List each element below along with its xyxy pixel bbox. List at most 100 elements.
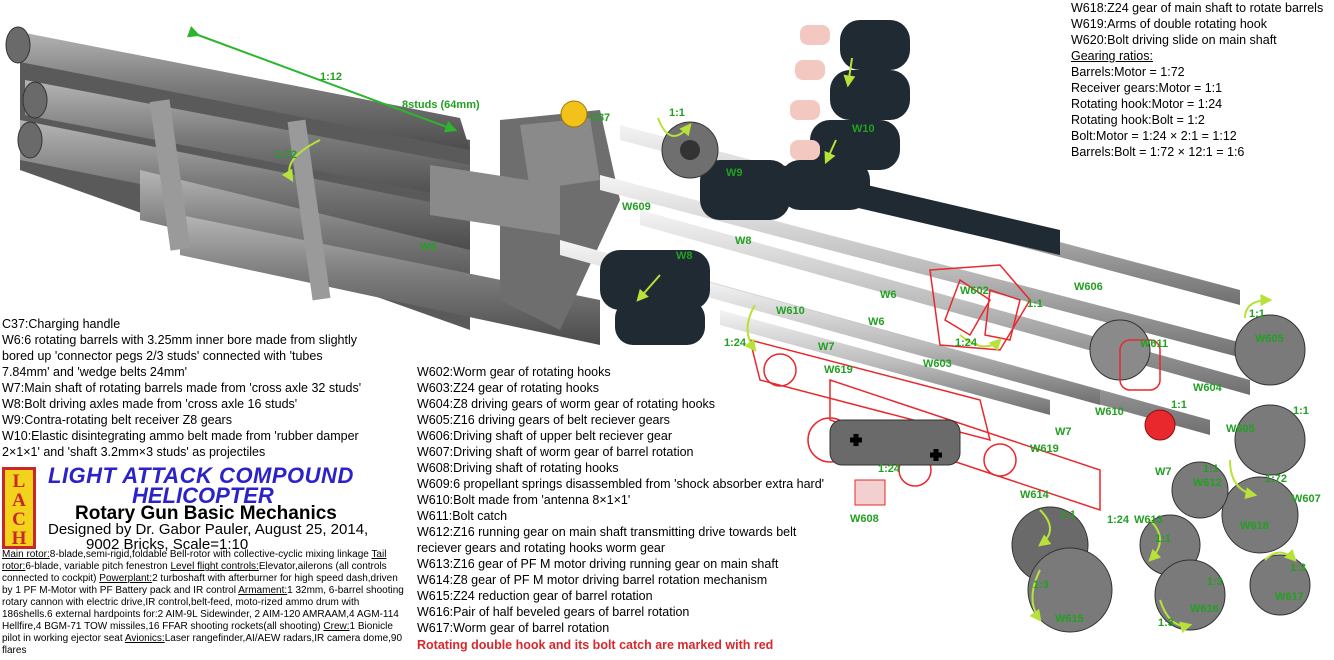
spec-label: Level flight controls: (170, 561, 259, 572)
w614-label: W614 (1020, 489, 1050, 501)
spec-text: Laser rangefinder,AI/AEW radars,IR camer… (2, 633, 403, 656)
w605-label: W605 (1226, 423, 1255, 435)
legend-line: W612:Z16 running gear on main shaft tran… (417, 525, 797, 539)
spec-label: Crew: (323, 621, 350, 632)
w616-label: W616 (1190, 603, 1219, 615)
spec-label: Main rotor: (2, 549, 50, 560)
w607-label: W607 (1292, 493, 1321, 505)
w610-label: W610 (1095, 406, 1124, 418)
spec-text: 8-blade,semi-rigid,foldable Bell-rotor w… (49, 549, 369, 560)
ratio-label: 1:1 (1155, 533, 1171, 545)
ratio-label: 1:24 (878, 463, 901, 475)
w617-label: W617 (1275, 591, 1304, 603)
spec-label: Powerplant: (99, 573, 153, 584)
ratio-line: Barrels:Motor = 1:72 (1071, 65, 1185, 79)
spec-text: 6-blade, variable pitch fenestron (25, 561, 168, 572)
legend-line: W611:Bolt catch (417, 509, 508, 523)
legend-line: 7.84mm' and 'wedge belts 24mm' (2, 365, 188, 379)
legend-right: W618:Z24 gear of main shaft to rotate ba… (1071, 0, 1323, 160)
w605-label: W605 (1255, 333, 1284, 345)
ratio-label: 1:1 (1249, 308, 1265, 320)
ratio-label: 1:3 (1290, 562, 1306, 574)
svg-text:H: H (12, 528, 27, 549)
legend-line: C37:Charging handle (2, 317, 121, 331)
w6-label: W6 (420, 241, 437, 253)
legend-line: W613:Z16 gear of PF M motor driving runn… (417, 557, 779, 571)
legend-line: W605:Z16 driving gears of belt reciever … (417, 413, 670, 427)
ratio-label: 1:1 (1293, 405, 1309, 417)
w608-label: W608 (850, 513, 879, 525)
svg-text:L: L (13, 471, 26, 492)
barrel-cluster (5, 26, 620, 345)
title-line1: LIGHT ATTACK COMPOUND (48, 463, 354, 488)
length-label: 8studs (64mm) (402, 99, 480, 111)
ratio-label: 1:24 (724, 337, 747, 349)
legend-line: W620:Bolt driving slide on main shaft (1071, 33, 1277, 47)
legend-line: W6:6 rotating barrels with 3.25mm inner … (2, 333, 358, 347)
ratio-line: Rotating hook:Motor = 1:24 (1071, 97, 1223, 111)
legend-middle: W602:Worm gear of rotating hooks W603:Z2… (417, 364, 824, 636)
legend-line: W610:Bolt made from 'antenna 8×1×1' (417, 493, 631, 507)
spec-text: 1 Bionicle pilot in working ejector seat (2, 621, 393, 644)
ratio-label: 1:1 (1171, 399, 1187, 411)
legend-line: W603:Z24 gear of rotating hooks (417, 381, 600, 395)
legend-line: bored up 'connector pegs 2/3 studs' conn… (2, 349, 323, 363)
w10-label: W10 (852, 123, 875, 135)
ratio-label: 1:72 (1265, 473, 1287, 485)
ratio-label: 1:1 (669, 107, 685, 119)
ratio-label: 1:1 (1027, 298, 1043, 310)
w9-label: W9 (726, 167, 743, 179)
w610-label: W610 (776, 305, 805, 317)
spec-label: Avionics: (124, 633, 165, 644)
w615-label: W615 (1055, 613, 1084, 625)
w8-label: W8 (676, 250, 693, 262)
legend-line: W604:Z8 driving gears of worm gear of ro… (417, 397, 716, 411)
ratio-label: 1:3 (1158, 617, 1174, 629)
w606-label: W606 (1074, 281, 1103, 293)
main-shafts (560, 125, 1250, 435)
legend-line: W8:Bolt driving axles made from 'cross a… (2, 397, 298, 411)
legend-line: W10:Elastic disintegrating ammo belt mad… (2, 429, 359, 443)
ratio-label: 1:1 (1203, 463, 1219, 475)
ratio-label: 1:1 (1060, 509, 1076, 521)
spec-text: 1 32mm, 6-barrel shooting rotary cannon … (2, 585, 404, 632)
w6-label: W6 (868, 316, 885, 328)
svg-text:A: A (12, 490, 26, 511)
legend-line: W618:Z24 gear of main shaft to rotate ba… (1071, 1, 1324, 15)
w8-label: W8 (735, 235, 752, 247)
w612-label: W612 (1193, 477, 1222, 489)
ratio-label: 1:24 (955, 337, 978, 349)
rotating-hook-red (748, 264, 1161, 512)
subtitle: Rotary Gun Basic Mechanics (75, 503, 337, 524)
spec-text: Elevator,ailerons (all controls connecte… (2, 561, 387, 584)
w611-label: W611 (1140, 338, 1168, 350)
ratio-line: Receiver gears:Motor = 1:1 (1071, 81, 1223, 95)
designer-line: Designed by Dr. Gabor Pauler, August 25,… (48, 521, 369, 538)
legend-line: W617:Worm gear of barrel rotation (417, 621, 610, 635)
w618-label: W618 (1240, 520, 1269, 532)
ratio-label: 1:12 (320, 71, 342, 83)
legend-line: W602:Worm gear of rotating hooks (417, 365, 611, 379)
legend-line: reciever gears and rotating hooks worm g… (417, 541, 666, 555)
w602-label: W602 (960, 285, 989, 297)
w613-label: W613 (1134, 514, 1163, 526)
ratios-heading: Gearing ratios: (1071, 49, 1153, 63)
title-line2: HELICOPTER (132, 483, 274, 508)
spec-label: Armament: (238, 585, 288, 596)
legend-left: C37:Charging handle W6:6 rotating barrel… (2, 316, 361, 460)
ratio-label: 1:3 (1207, 576, 1223, 588)
ratio-label: 1:24 (1107, 514, 1130, 526)
w619-label: W619 (824, 364, 853, 376)
legend-line: 2×1×1' and 'shaft 3.2mm×3 studs' as proj… (2, 445, 266, 459)
w7-label: W7 (1055, 426, 1072, 438)
spec-label: Tail rotor: (2, 549, 387, 572)
legend-line: W607:Driving shaft of worm gear of barre… (417, 445, 694, 459)
upper-gears (661, 121, 1311, 633)
legend-line: W616:Pair of half beveled gears of barre… (417, 605, 690, 619)
ratio-line: Barrels:Bolt = 1:72 × 12:1 = 1:6 (1071, 145, 1245, 159)
legend-line: W615:Z24 reduction gear of barrel rotati… (417, 589, 653, 603)
ratio-line: Rotating hook:Bolt = 1:2 (1071, 113, 1205, 127)
w6-label: W6 (880, 289, 897, 301)
ratio-label: 1:3 (1033, 579, 1049, 591)
